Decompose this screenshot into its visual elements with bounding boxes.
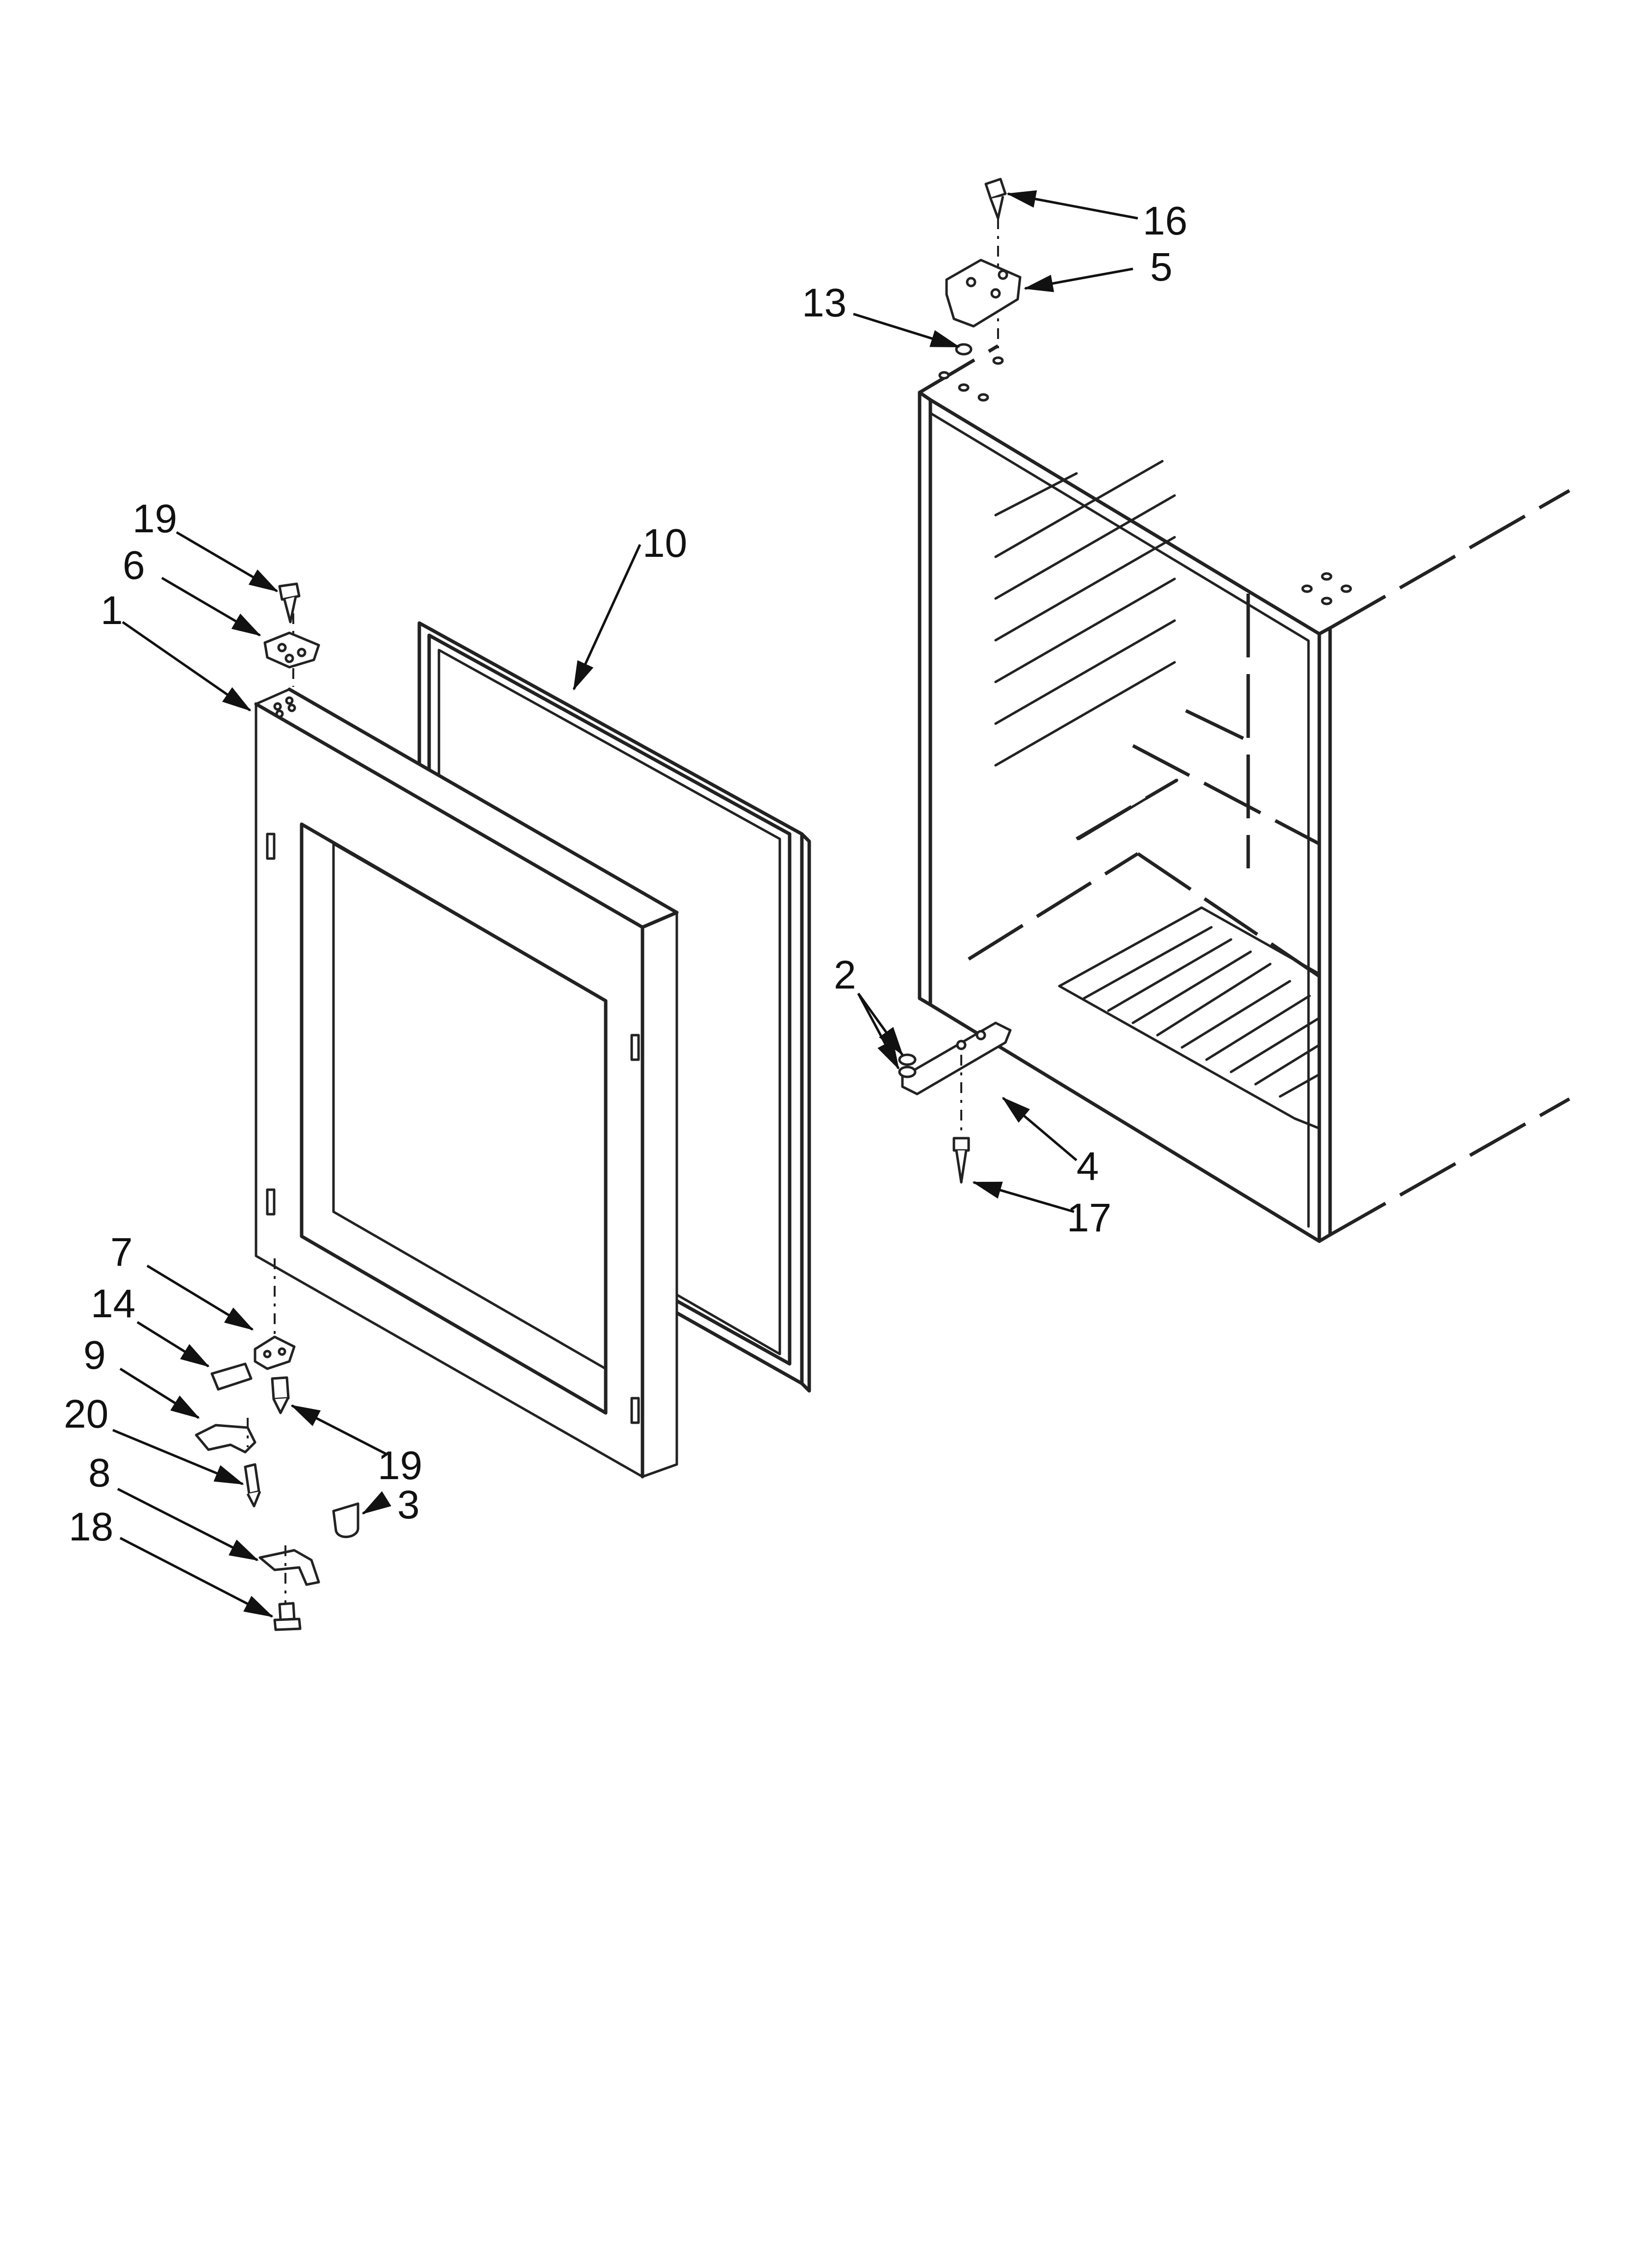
callout-8: 8	[88, 1451, 111, 1495]
callout-4: 4	[1077, 1144, 1099, 1189]
callout-labels: 16 5 13 10 19 6 1 2 4 17 7 14 9 19 20 3 …	[64, 199, 1187, 1549]
callout-19-top: 19	[132, 496, 177, 541]
leader-2b	[857, 992, 900, 1070]
callout-10: 10	[642, 521, 687, 566]
leader-7	[146, 1264, 254, 1331]
callout-20: 20	[64, 1392, 108, 1436]
leader-2a	[857, 992, 904, 1056]
leader-20	[112, 1429, 244, 1486]
leader-18	[119, 1537, 274, 1618]
callout-18: 18	[69, 1505, 113, 1549]
callout-2: 2	[834, 953, 856, 997]
door-frame	[254, 687, 679, 1479]
cabinet	[918, 344, 1570, 1243]
callout-14: 14	[91, 1281, 135, 1326]
callout-6: 6	[123, 543, 145, 588]
callout-19-bottom: 19	[378, 1443, 422, 1488]
top-hinge-assembly	[945, 178, 1022, 356]
leader-lines	[112, 190, 1138, 1618]
callout-16: 16	[1143, 199, 1187, 243]
leader-3	[361, 1491, 391, 1515]
leader-13	[853, 313, 960, 348]
lower-door-hardware	[195, 1258, 359, 1631]
callout-17: 17	[1067, 1196, 1111, 1240]
upper-door-hinge	[263, 582, 320, 687]
leader-9	[119, 1367, 200, 1419]
bottom-hinge-assembly	[898, 1021, 1012, 1184]
leader-19-top	[176, 531, 279, 593]
leader-14	[136, 1321, 210, 1368]
leader-1	[122, 621, 252, 712]
callout-13: 13	[802, 281, 847, 325]
callout-7: 7	[110, 1230, 133, 1275]
leader-16	[1006, 190, 1138, 220]
leader-8	[117, 1487, 259, 1562]
callout-9: 9	[83, 1333, 106, 1378]
leader-19-bottom	[290, 1404, 388, 1456]
leader-4	[1001, 1097, 1078, 1161]
leader-6	[161, 576, 261, 637]
callout-1: 1	[101, 588, 123, 633]
leader-10	[572, 544, 641, 691]
leader-17	[972, 1181, 1075, 1213]
callout-5: 5	[1150, 245, 1173, 289]
callout-3: 3	[397, 1483, 420, 1527]
bottom-grille	[1058, 906, 1321, 1130]
leader-5	[1024, 267, 1133, 292]
